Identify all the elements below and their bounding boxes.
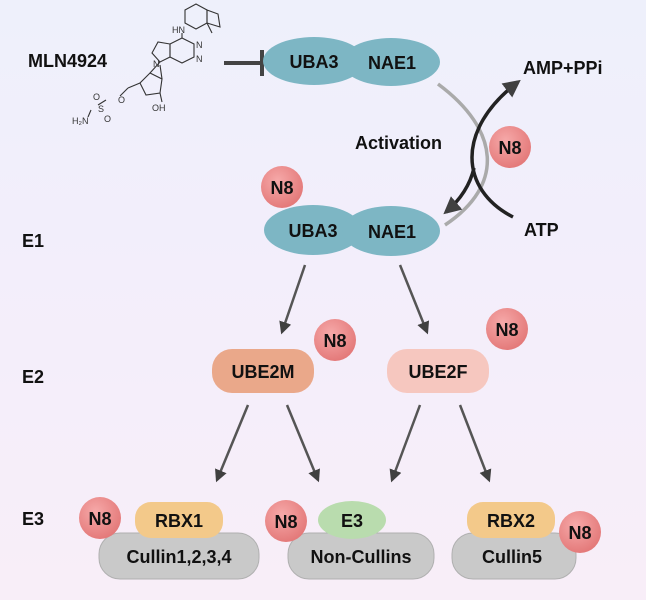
atom-label: N — [196, 54, 203, 64]
level-e2-label: E2 — [22, 367, 44, 387]
arrow-ube2f-to-noncullins — [389, 404, 422, 483]
atp-label: ATP — [524, 220, 559, 240]
ube2m-label: UBE2M — [231, 362, 294, 382]
mln4924-structure — [87, 3, 221, 118]
nedd8-label: N8 — [498, 138, 521, 158]
nedd8-activation: N8 — [489, 126, 531, 168]
uba3-nae1-complex-e1: UBA3 NAE1 — [264, 205, 440, 256]
atom-label: OH — [152, 103, 166, 113]
rbx1-label: RBX1 — [155, 511, 203, 531]
nedd8-cullin5: N8 — [559, 511, 601, 553]
atom-label: N — [153, 59, 160, 69]
nedd8-e1: N8 — [261, 166, 303, 208]
cullin5-label: Cullin5 — [482, 547, 542, 567]
uba3-blob — [264, 205, 362, 255]
atom-label: HN — [172, 25, 185, 35]
activation-curve-to-ampppi — [470, 79, 521, 219]
atom-label: O — [104, 114, 111, 124]
atom-label: O — [93, 92, 100, 102]
nedd8-label: N8 — [274, 512, 297, 532]
uba3-blob — [263, 37, 365, 85]
mln4924-atom-labels: HN N N N O S O O H₂N OH — [72, 25, 203, 126]
nedd8-ube2f: N8 — [486, 308, 528, 350]
nedd8-noncullins: N8 — [265, 500, 307, 542]
atom-label: O — [118, 95, 125, 105]
uba3-nae1-complex-top: UBA3 NAE1 — [263, 37, 440, 86]
nae1-blob — [342, 206, 440, 256]
ube2m-node: UBE2M — [212, 349, 314, 393]
rbx2-node — [467, 502, 555, 538]
inhibition-bar — [224, 50, 264, 76]
nae1-label: NAE1 — [368, 53, 416, 73]
activation-label: Activation — [355, 133, 442, 153]
nedd8-ube2m: N8 — [314, 319, 356, 361]
nedd8-label: N8 — [495, 320, 518, 340]
ube2f-label: UBE2F — [408, 362, 467, 382]
nedd8-cullin1234: N8 — [79, 497, 121, 539]
atom-label: H₂N — [72, 116, 89, 126]
e3-small-node — [318, 501, 386, 539]
e3-small-label: E3 — [341, 511, 363, 531]
uba3-label: UBA3 — [288, 221, 337, 241]
ube2f-node: UBE2F — [387, 349, 489, 393]
nedd8-label: N8 — [323, 331, 346, 351]
level-e3-label: E3 — [22, 509, 44, 529]
cullin1234-complex: Cullin1,2,3,4 RBX1 — [98, 502, 260, 580]
arrow-ube2f-to-cullin5 — [458, 404, 492, 483]
noncullins-label: Non-Cullins — [311, 547, 412, 567]
nedd8-label: N8 — [270, 178, 293, 198]
amp-ppi-label: AMP+PPi — [523, 58, 603, 78]
rbx2-label: RBX2 — [487, 511, 535, 531]
level-e1-label: E1 — [22, 231, 44, 251]
arrow-ube2m-to-noncullins — [285, 404, 320, 483]
rbx1-node — [135, 502, 223, 538]
nae1-blob — [342, 38, 440, 86]
nae1-label: NAE1 — [368, 222, 416, 242]
atom-label: N — [196, 40, 203, 50]
activation-arrow-to-e1 — [443, 167, 476, 215]
inhibitor-label: MLN4924 — [28, 51, 107, 71]
activation-curve-gray — [436, 82, 490, 227]
arrow-ube2m-to-cullin1234 — [215, 404, 250, 483]
noncullins-complex: Non-Cullins E3 — [287, 501, 435, 580]
cullin1234-label: Cullin1,2,3,4 — [126, 547, 231, 567]
cullin5-complex: Cullin5 RBX2 — [451, 502, 577, 580]
arrow-e1-to-ube2f — [398, 264, 430, 335]
atom-label: S — [98, 104, 104, 114]
nedd8-label: N8 — [568, 523, 591, 543]
uba3-label: UBA3 — [289, 52, 338, 72]
nedd8-label: N8 — [88, 509, 111, 529]
arrow-e1-to-ube2m — [279, 264, 307, 335]
